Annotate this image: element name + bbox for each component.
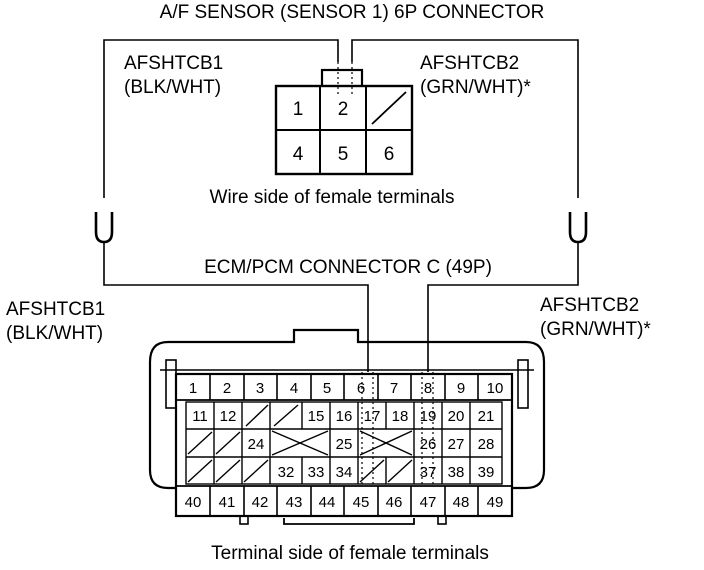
ecm-pin: 1 (189, 380, 197, 397)
ecm-pin: 9 (457, 380, 465, 397)
ecm-pin: 33 (308, 464, 325, 481)
ecm-pin: 42 (252, 494, 269, 511)
ecm-pin: 24 (248, 436, 265, 453)
ecm-pin: 32 (278, 464, 295, 481)
top-wire-right-color: (GRN/WHT)* (420, 77, 531, 98)
ecm-pin: 6 (357, 380, 365, 397)
ecm-pin: 20 (448, 408, 465, 425)
cavity-empty-3 (371, 91, 407, 125)
bottom-wire-right-color: (GRN/WHT)* (540, 319, 651, 340)
top-connector-caption: Wire side of female terminals (209, 187, 455, 208)
junction-right (568, 212, 588, 244)
ecm-pin: 27 (448, 436, 465, 453)
ecm-pin: 15 (308, 408, 325, 425)
empty-cavity-marks (187, 404, 413, 483)
ecm-pin: 21 (478, 408, 495, 425)
bottom-wire-right-signal: AFSHTCB2 (540, 295, 640, 316)
ecm-pin: 16 (336, 408, 353, 425)
ecm-pin: 2 (223, 380, 231, 397)
ecm-pin: 48 (453, 494, 470, 511)
ecm-pin: 45 (353, 494, 370, 511)
ecm-pin-numbers: 1 2 3 4 5 6 7 8 9 10 11 12 15 16 17 18 1… (185, 380, 504, 511)
ecm-pin: 43 (286, 494, 303, 511)
top-connector-title: A/F SENSOR (SENSOR 1) 6P CONNECTOR (159, 2, 545, 23)
ecm-pin: 17 (364, 408, 381, 425)
ecm-pin: 39 (478, 464, 495, 481)
ecm-pin: 47 (420, 494, 437, 511)
bottom-connector-caption: Terminal side of female terminals (211, 543, 489, 564)
bottom-wire-left-color: (BLK/WHT) (6, 323, 104, 344)
ecm-pin: 49 (487, 494, 504, 511)
junction-left (94, 212, 114, 244)
ecm-pin: 19 (420, 408, 437, 425)
top-wire-right-signal: AFSHTCB2 (420, 53, 520, 74)
ecm-pin: 26 (420, 436, 437, 453)
wire-afshtcb2-lower (427, 242, 579, 372)
ecm-pin: 18 (392, 408, 409, 425)
pin-4: 4 (293, 144, 304, 165)
ecm-pin: 11 (192, 408, 208, 425)
ecm-pin: 41 (219, 494, 236, 511)
ecm-pin: 7 (390, 380, 398, 397)
ecm-pin: 3 (256, 380, 264, 397)
ecm-pin: 28 (478, 436, 495, 453)
ecm-pin: 38 (448, 464, 465, 481)
ecm-pin: 44 (319, 494, 336, 511)
ecm-pin: 25 (336, 436, 353, 453)
ecm-pin: 8 (424, 380, 432, 397)
bottom-connector-title: ECM/PCM CONNECTOR C (49P) (204, 257, 492, 278)
ecm-pin: 12 (220, 408, 237, 425)
ecm-pin: 34 (336, 464, 353, 481)
wire-afshtcb2 (351, 39, 579, 198)
ecm-pin: 46 (386, 494, 403, 511)
ecm-pin: 40 (185, 494, 202, 511)
top-wire-left-signal: AFSHTCB1 (124, 53, 224, 74)
wire-afshtcb1 (103, 39, 339, 198)
pin-2: 2 (338, 99, 349, 120)
pin-6: 6 (384, 144, 395, 165)
bottom-wire-left-signal: AFSHTCB1 (6, 299, 106, 320)
sensor-6p-connector (274, 62, 414, 176)
ecm-pin: 37 (420, 464, 437, 481)
ecm-49p-connector (148, 328, 546, 525)
ecm-pin: 5 (323, 380, 331, 397)
wire-afshtcb1-lower (103, 242, 369, 372)
ecm-pin: 4 (290, 380, 298, 397)
pin-1: 1 (293, 99, 304, 120)
pin-5: 5 (338, 144, 349, 165)
top-wire-left-color: (BLK/WHT) (124, 77, 222, 98)
ecm-pin: 10 (487, 380, 504, 397)
